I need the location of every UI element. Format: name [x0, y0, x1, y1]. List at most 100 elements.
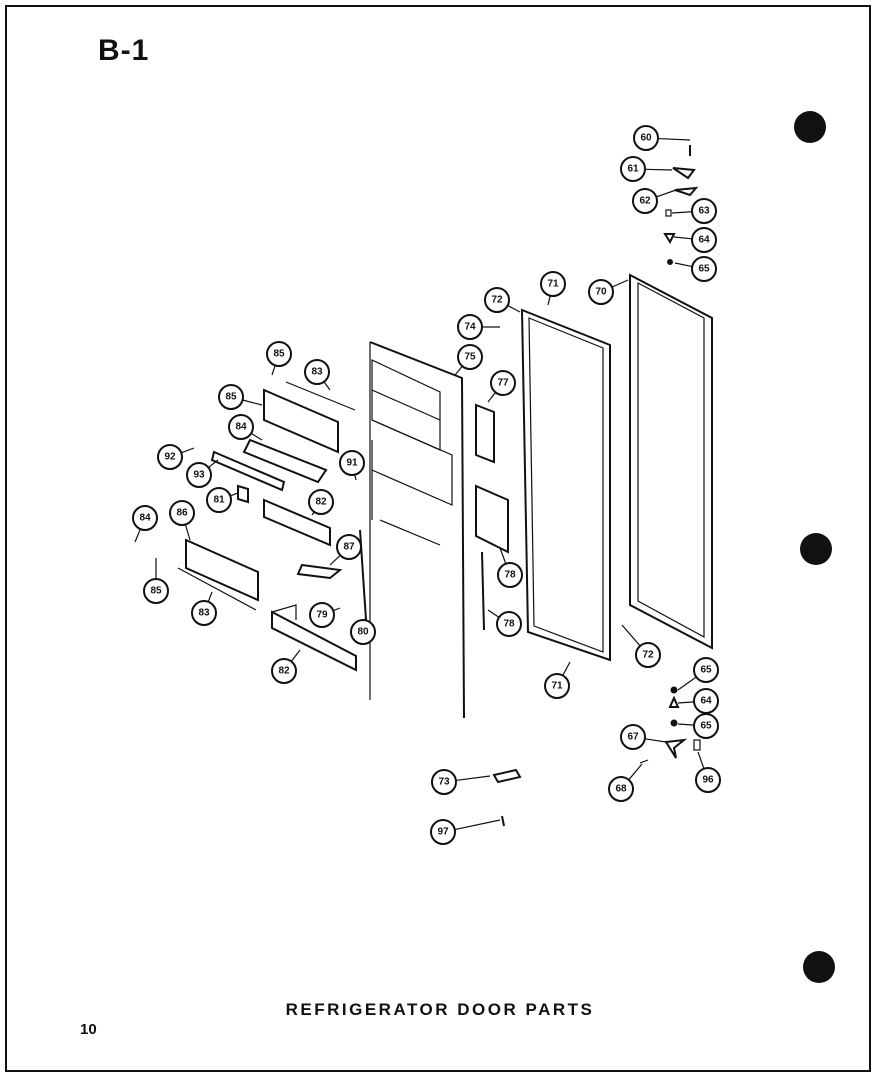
callout-leader-line	[487, 609, 500, 618]
callout-leader-line	[507, 305, 521, 313]
callout-78: 78	[497, 547, 523, 588]
callout-96: 96	[695, 751, 721, 793]
callout-circle	[191, 600, 217, 626]
callout-81: 81	[206, 487, 239, 513]
callout-leader-line	[329, 554, 341, 566]
callout-number: 96	[702, 775, 714, 786]
callout-72: 72	[621, 624, 661, 668]
callout-number: 68	[615, 784, 627, 795]
callout-circle	[339, 450, 365, 476]
callout-number: 93	[193, 470, 205, 481]
callout-68: 68	[608, 763, 643, 802]
callout-labels: 6061626364657071727475778583858492939181…	[132, 125, 721, 845]
callout-65: 65	[677, 657, 719, 691]
callout-leader-line	[271, 365, 276, 376]
callout-number: 60	[640, 133, 652, 144]
callout-number: 72	[491, 295, 503, 306]
callout-circle	[691, 198, 717, 224]
callout-85: 85	[218, 384, 263, 410]
callout-82: 82	[308, 489, 334, 516]
callout-93: 93	[186, 459, 219, 488]
callout-73: 73	[431, 769, 491, 795]
callout-circle	[608, 776, 634, 802]
callout-circle	[218, 384, 244, 410]
callout-number: 82	[315, 497, 327, 508]
callout-circle	[540, 271, 566, 297]
callout-leader-line	[644, 738, 667, 743]
callout-number: 74	[464, 322, 476, 333]
callout-number: 71	[551, 681, 563, 692]
callout-leader-line	[673, 236, 693, 240]
callout-84: 84	[228, 414, 263, 441]
door-liner-frame	[520, 308, 611, 662]
callout-number: 84	[139, 513, 151, 524]
callout-circle	[497, 562, 523, 588]
callout-number: 85	[225, 392, 237, 403]
callout-number: 85	[150, 586, 162, 597]
callout-number: 87	[343, 542, 355, 553]
callout-leader-line	[671, 211, 693, 214]
callout-circle	[308, 489, 334, 515]
callout-80: 80	[350, 614, 376, 645]
callout-circle	[632, 188, 658, 214]
callout-circle	[430, 819, 456, 845]
callout-92: 92	[157, 444, 195, 470]
callout-circle	[457, 344, 483, 370]
callout-circle	[157, 444, 183, 470]
callout-leader-line	[611, 279, 629, 288]
callout-86: 86	[169, 500, 195, 541]
callout-number: 65	[698, 264, 710, 275]
callout-60: 60	[633, 125, 691, 151]
callout-leader-line	[674, 262, 693, 268]
callout-circle	[695, 767, 721, 793]
callout-circle	[309, 602, 335, 628]
callout-circle	[228, 414, 254, 440]
callout-leader-line	[677, 701, 695, 704]
callout-74: 74	[457, 314, 500, 340]
callout-circle	[132, 505, 158, 531]
callout-number: 73	[438, 777, 450, 788]
callout-leader-line	[134, 528, 141, 543]
callout-63: 63	[671, 198, 717, 224]
callout-circle	[266, 341, 292, 367]
callout-number: 71	[547, 279, 559, 290]
callout-71: 71	[544, 661, 571, 699]
callout-number: 83	[198, 608, 210, 619]
callout-64: 64	[677, 688, 719, 714]
callout-leader-line	[677, 723, 695, 726]
callout-64: 64	[673, 227, 717, 253]
callout-67: 67	[620, 724, 667, 750]
callout-circle	[691, 256, 717, 282]
callout-65: 65	[674, 256, 717, 282]
callout-leader-line	[455, 775, 491, 782]
callout-78: 78	[487, 609, 522, 637]
callout-circle	[169, 500, 195, 526]
callout-circle	[691, 227, 717, 253]
callout-circle	[484, 287, 510, 313]
callout-number: 61	[627, 164, 639, 175]
callout-number: 84	[235, 422, 247, 433]
callout-leader-line	[184, 524, 191, 541]
callout-leader-line	[621, 624, 641, 647]
callout-number: 78	[504, 570, 516, 581]
callout-number: 63	[698, 206, 710, 217]
callout-leader-line	[208, 459, 219, 469]
callout-circle	[620, 156, 646, 182]
callout-circle	[457, 314, 483, 340]
callout-61: 61	[620, 156, 673, 182]
callout-circle	[350, 619, 376, 645]
callout-leader-line	[656, 189, 677, 198]
page-number: 10	[80, 1021, 97, 1038]
callout-77: 77	[487, 370, 516, 403]
callout-leader-line	[697, 751, 705, 769]
callout-91: 91	[339, 450, 365, 481]
callout-leader-line	[628, 763, 643, 781]
callout-65: 65	[677, 713, 719, 739]
callout-leader-line	[547, 295, 551, 306]
callout-number: 91	[346, 458, 358, 469]
inner-door-panel	[369, 341, 465, 719]
callout-circle	[588, 279, 614, 305]
callout-circle	[635, 642, 661, 668]
callout-circle	[633, 125, 659, 151]
